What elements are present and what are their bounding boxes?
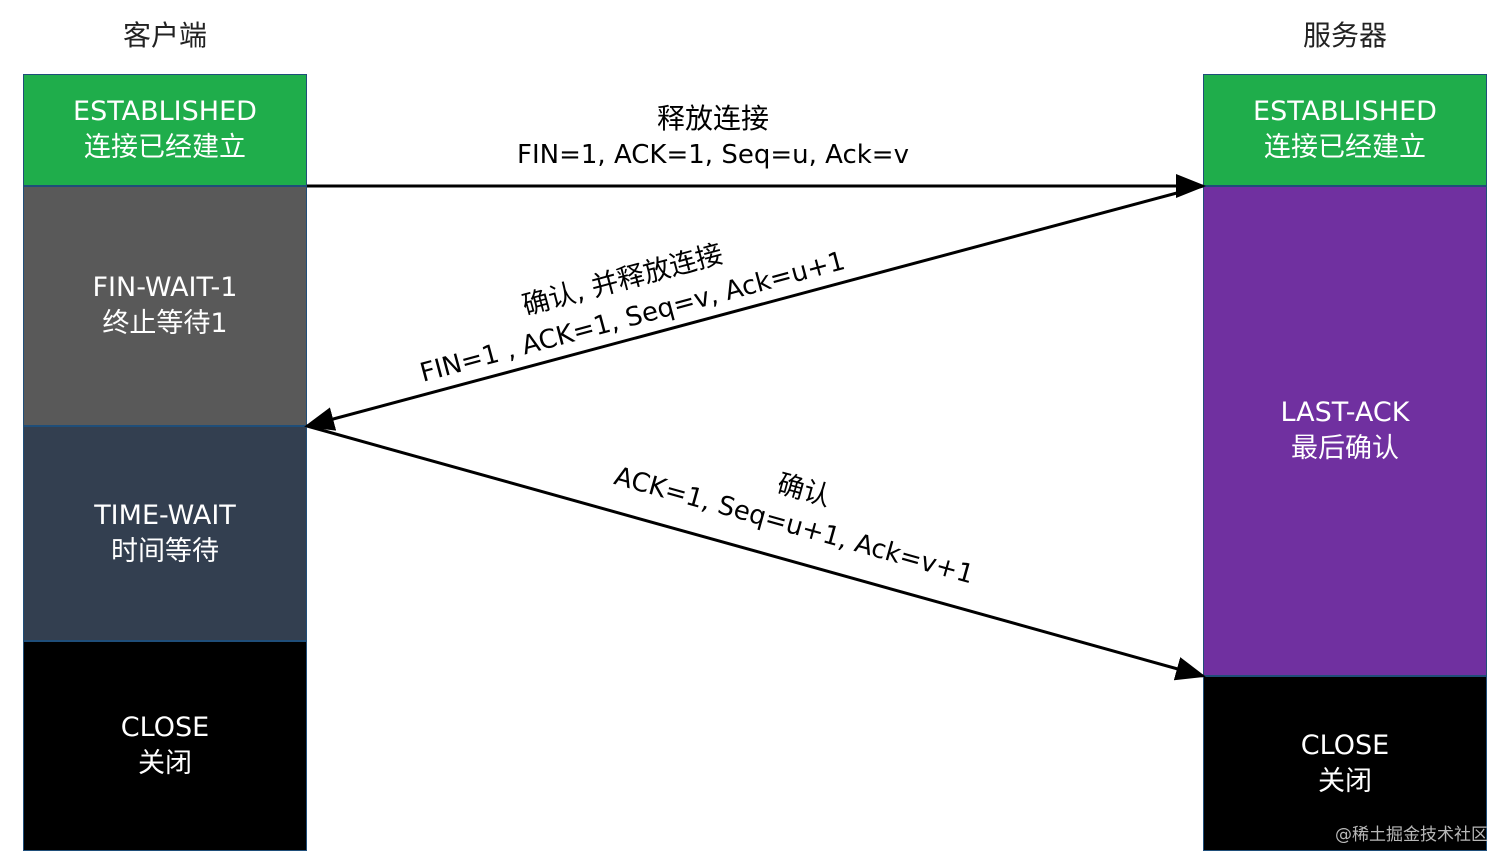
state-name-en: FIN-WAIT-1: [92, 272, 238, 303]
watermark: @稀土掘金技术社区: [1335, 825, 1488, 845]
client-state-close: CLOSE 关闭: [23, 641, 307, 851]
state-name-zh: 终止等待1: [102, 308, 228, 339]
fin-ack-arrow: [304, 184, 1204, 431]
state-name-zh: 关闭: [138, 748, 192, 779]
state-name-zh: 关闭: [1318, 765, 1372, 797]
state-name-en: ESTABLISHED: [73, 96, 257, 127]
state-name-zh: 最后确认: [1291, 433, 1399, 464]
server-state-last-ack: LAST-ACK 最后确认: [1203, 186, 1487, 676]
server-state-close: CLOSE 关闭: [1203, 676, 1487, 851]
ack-arrow: [306, 424, 1206, 681]
state-name-en: ESTABLISHED: [1253, 96, 1437, 127]
client-state-time-wait: TIME-WAIT 时间等待: [23, 426, 307, 641]
state-name-zh: 连接已经建立: [1264, 132, 1426, 163]
state-name-zh: 连接已经建立: [84, 132, 246, 163]
client-header: 客户端: [122, 19, 207, 52]
state-name-en: CLOSE: [120, 712, 210, 743]
client-state-established: ESTABLISHED 连接已经建立: [23, 74, 307, 186]
state-name-zh: 时间等待: [111, 535, 219, 567]
state-name-en: LAST-ACK: [1280, 397, 1410, 428]
state-name-en: CLOSE: [1300, 729, 1390, 761]
msg1-label-fields: FIN=1, ACK=1, Seq=u, Ack=v: [517, 140, 909, 170]
state-name-en: TIME-WAIT: [94, 499, 236, 531]
msg1-label-zh: 释放连接: [657, 102, 769, 135]
server-state-established: ESTABLISHED 连接已经建立: [1203, 74, 1487, 186]
server-header: 服务器: [1302, 19, 1387, 52]
client-state-fin-wait-1: FIN-WAIT-1 终止等待1: [23, 186, 307, 426]
